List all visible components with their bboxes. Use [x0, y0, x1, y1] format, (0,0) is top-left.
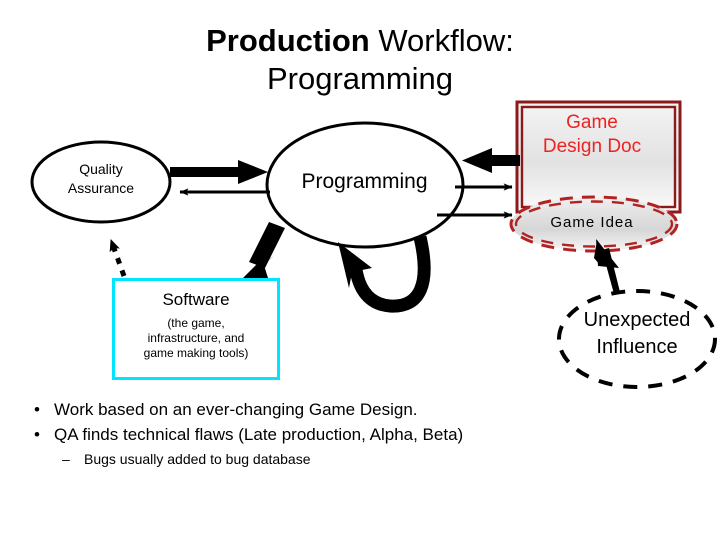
- bullet-marker: •: [34, 425, 40, 444]
- bullet-item: • QA finds technical flaws (Late product…: [28, 423, 698, 447]
- bullet-marker: •: [34, 400, 40, 419]
- node-software: Software (the game, infrastructure, and …: [112, 278, 280, 380]
- arrow-software-to-qa: [108, 239, 127, 277]
- arrow-programming-self-loop: [338, 235, 431, 313]
- arrow-programming-to-software: [236, 222, 285, 284]
- arrow-qa-to-programming: [170, 160, 268, 184]
- bullet-list: • Work based on an ever-changing Game De…: [28, 398, 698, 470]
- page-title: Production Workflow:Programming: [60, 22, 660, 98]
- node-unexpected-influence: [557, 289, 717, 389]
- page-title-bold: Production: [206, 23, 370, 58]
- sub-bullet-marker: –: [62, 451, 70, 467]
- arrow-gdd-to-programming: [462, 148, 520, 173]
- arrow-influence-to-game-idea: [594, 239, 620, 294]
- bullet-text: QA finds technical flaws (Late productio…: [54, 425, 464, 444]
- node-quality-assurance: [30, 140, 172, 224]
- node-sublabel-software: (the game, infrastructure, and game maki…: [143, 316, 249, 360]
- node-game-idea: [509, 195, 679, 253]
- sub-bullet-item: – Bugs usually added to bug database: [62, 448, 698, 470]
- page-title-rest: Workflow:: [369, 23, 514, 58]
- node-label-software: Software: [162, 290, 230, 309]
- page-title-line2: Programming: [266, 61, 454, 96]
- bullet-text: Work based on an ever-changing Game Desi…: [54, 400, 418, 419]
- sub-bullet-text: Bugs usually added to bug database: [84, 451, 311, 467]
- node-game-design-doc: [515, 100, 682, 214]
- bullet-item: • Work based on an ever-changing Game De…: [28, 398, 698, 422]
- node-programming: [265, 121, 465, 249]
